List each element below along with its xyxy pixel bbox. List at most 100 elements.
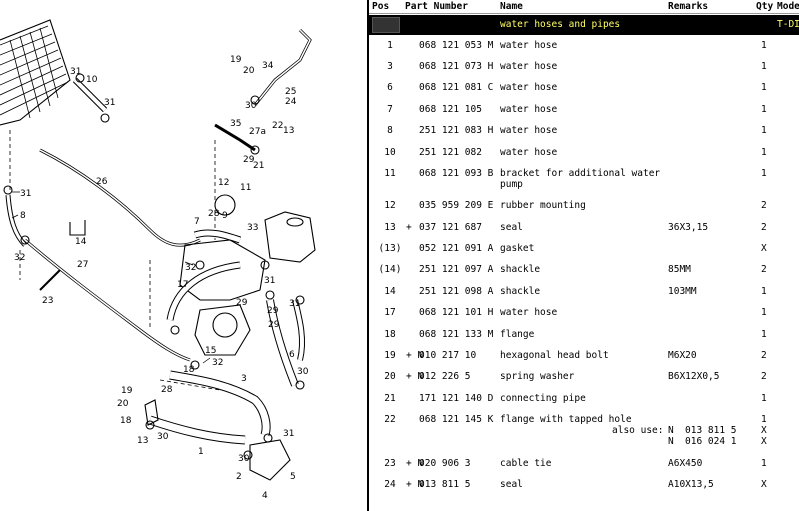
row-remarks: 36X3,15 [668,222,709,233]
svg-text:15: 15 [205,346,216,356]
group-name: water hoses and pipes [500,19,621,30]
svg-text:24: 24 [285,97,297,107]
svg-text:28: 28 [161,385,173,395]
svg-text:20: 20 [243,66,255,76]
row-qty: 1 [761,168,767,179]
svg-text:32: 32 [212,358,223,368]
row-pos: 13 [384,222,396,233]
row-name: shackle [500,286,541,297]
row-part-number: 037 121 687 [419,222,482,233]
row-name: flange [500,329,535,340]
svg-text:13: 13 [283,126,294,136]
also-use-part-number: 016 024 1 [685,436,737,447]
row-name: rubber mounting [500,200,586,211]
row-part-number: 068 121 133 M [419,329,494,340]
row-part-number: 068 121 093 B [419,168,494,179]
parts-table: Pos Part Number Name Remarks Qty Mode wa… [369,0,799,511]
svg-text:31: 31 [70,67,81,77]
row-qty: 1 [761,458,767,469]
row-name: water hose [500,82,558,93]
svg-text:31: 31 [283,429,294,439]
row-name: water hose [500,40,558,51]
row-flag: + N [406,350,424,361]
row-part-number: 052 121 091 A [419,243,494,254]
row-name: seal [500,479,523,490]
svg-text:31: 31 [264,276,275,286]
svg-text:20: 20 [117,399,129,409]
row-part-number: 251 121 098 A [419,286,494,297]
row-name: water hose [500,147,558,158]
svg-text:29: 29 [267,306,279,316]
row-part-number: 013 811 5 [419,479,471,490]
row-flag: + N [406,458,424,469]
row-qty: 1 [761,307,767,318]
row-qty: 1 [761,414,767,425]
row-flag: + [406,222,412,233]
row-pos: 14 [384,286,396,297]
row-qty: 1 [761,329,767,340]
row-part-number: 251 121 083 H [419,125,494,136]
row-name: water hose [500,125,558,136]
svg-text:22: 22 [272,121,283,131]
row-pos: 10 [384,147,396,158]
row-pos: 3 [387,61,393,72]
svg-text:33: 33 [247,223,258,233]
col-header-pos: Pos [372,1,390,12]
row-part-number: 010 217 10 [419,350,477,361]
row-pos: 22 [384,414,396,425]
svg-text:21: 21 [253,161,264,171]
row-flag: + N [406,371,424,382]
row-pos: 1 [387,40,393,51]
row-qty: 1 [761,147,767,158]
svg-text:18: 18 [183,365,195,375]
svg-text:6: 6 [289,350,295,360]
col-header-qty: Qty [756,1,774,12]
row-qty: X [761,479,767,490]
svg-text:9: 9 [222,211,228,221]
svg-text:31: 31 [289,299,300,309]
row-part-number: 171 121 140 D [419,393,494,404]
row-pos: 8 [387,125,393,136]
svg-text:28: 28 [208,209,220,219]
svg-text:1: 1 [198,447,204,457]
radiator [0,19,71,126]
row-pos: (13) [378,243,402,254]
col-header-name: Name [500,1,523,12]
group-indicator [372,17,400,33]
row-part-number: 251 121 082 [419,147,482,158]
row-pos: 19 [384,350,396,361]
row-name: spring washer [500,371,575,382]
svg-text:34: 34 [262,61,274,71]
group-header-row[interactable]: water hoses and pipes T-DI [369,15,799,35]
svg-text:30: 30 [157,432,169,442]
row-part-number: 068 121 053 M [419,40,494,51]
svg-text:2: 2 [236,472,242,482]
row-pos: (14) [378,264,402,275]
svg-text:31: 31 [104,98,115,108]
row-qty: 1 [761,393,767,404]
row-name: water hose [500,104,558,115]
table-row[interactable]: 10 251 121 082 water hose 1 [369,142,799,163]
header-divider [369,13,799,14]
col-header-remarks: Remarks [668,1,709,12]
svg-text:3: 3 [241,374,247,384]
